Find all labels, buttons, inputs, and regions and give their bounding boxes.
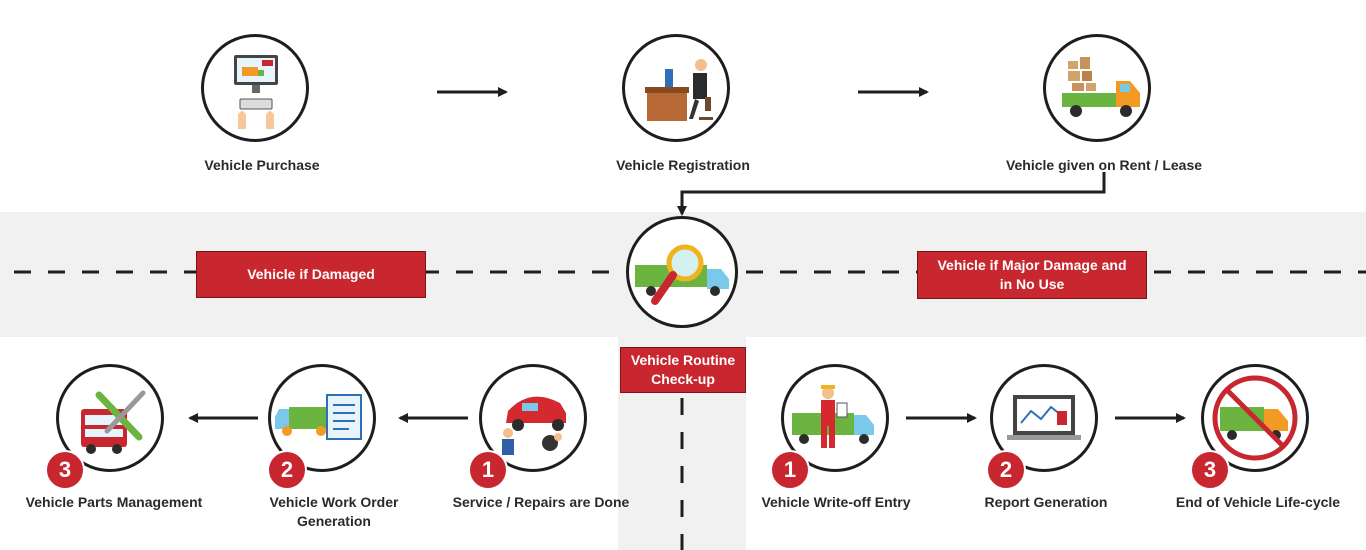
registration-label: Vehicle Registration [616, 157, 750, 173]
loaded-truck-icon [1062, 57, 1140, 117]
major-damage-tag: Vehicle if Major Damage and in No Use [917, 251, 1147, 299]
truck-inspection-icon [635, 244, 729, 305]
step-badge-right-2: 2 [986, 450, 1026, 490]
purchase-node [201, 34, 309, 142]
end-label: End of Vehicle Life-cycle [1175, 494, 1341, 510]
computer-purchase-icon [234, 55, 278, 129]
step-badge-right-3: 3 [1190, 450, 1230, 490]
work-order-truck-icon [275, 394, 362, 440]
rent-label: Vehicle given on Rent / Lease [1005, 157, 1203, 173]
car-repair-icon [502, 396, 566, 455]
purchase-label: Vehicle Purchase [204, 157, 320, 173]
checkup-tag: Vehicle Routine Check-up [620, 347, 746, 393]
writeoff-label: Vehicle Write-off Entry [761, 494, 911, 510]
office-desk-icon [645, 59, 713, 121]
registration-node [622, 34, 730, 142]
laptop-report-icon [1007, 395, 1081, 440]
report-node [990, 364, 1098, 472]
parts-label: Vehicle Parts Management [25, 494, 203, 510]
tools-bus-icon [81, 390, 146, 454]
damaged-tag: Vehicle if Damaged [196, 251, 426, 298]
report-label: Report Generation [984, 494, 1108, 510]
checkup-node [626, 216, 738, 328]
arrow-rent-to-checkup [677, 172, 1106, 216]
step-badge-left-1: 1 [468, 450, 508, 490]
step-badge-left-2: 2 [267, 450, 307, 490]
worker-truck-icon [792, 385, 874, 448]
rent-node [1043, 34, 1151, 142]
service-label: Service / Repairs are Done [452, 494, 630, 510]
no-truck-icon [1212, 375, 1298, 461]
step-badge-right-1: 1 [770, 450, 810, 490]
workorder-label: Vehicle Work Order Generation [269, 494, 399, 529]
step-badge-left-3: 3 [45, 450, 85, 490]
